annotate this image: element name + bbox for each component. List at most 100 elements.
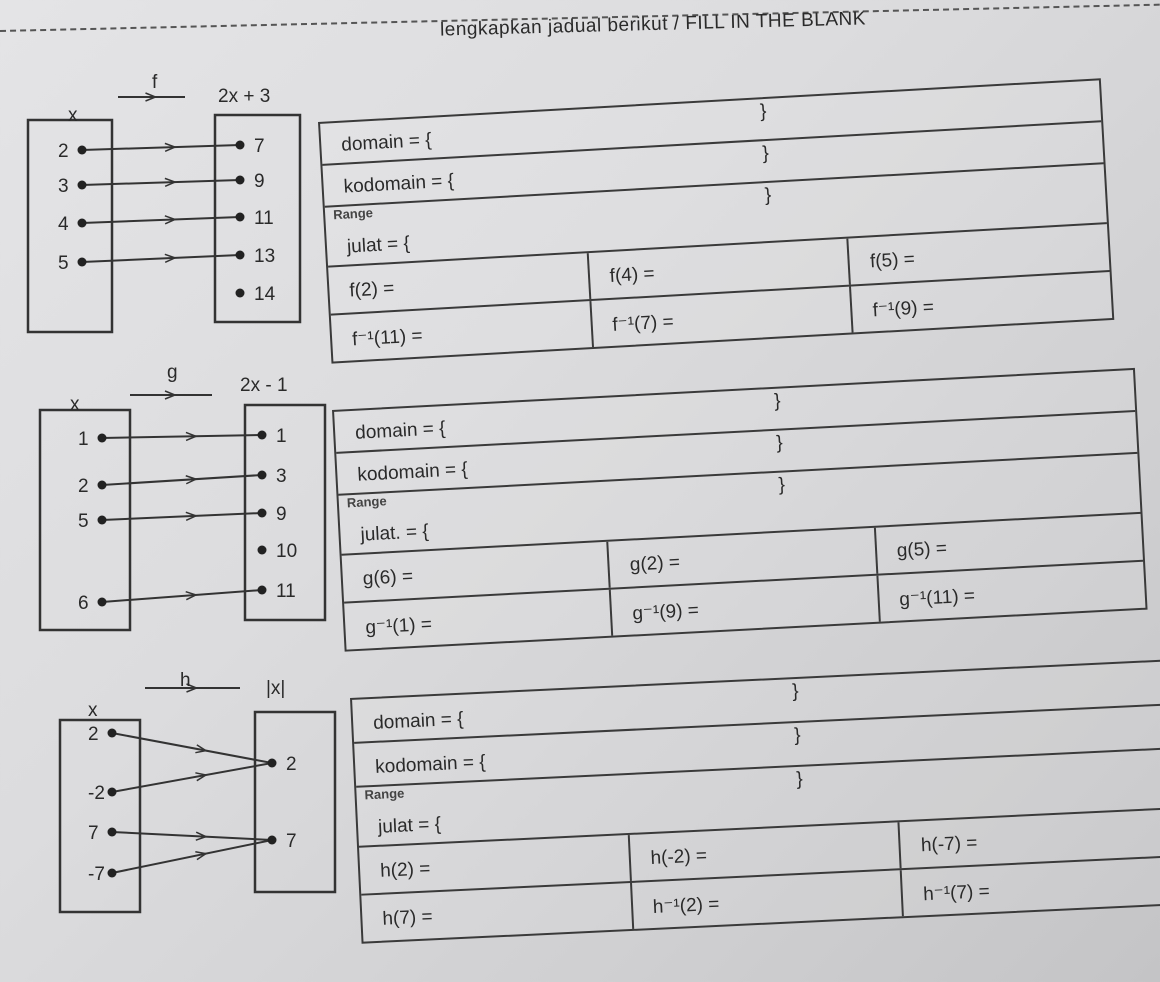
input-label: x	[70, 394, 80, 415]
function-rule: 2x + 3	[218, 86, 271, 107]
arrowhead-icon	[195, 850, 208, 861]
codomain-point	[267, 758, 277, 768]
codomain-point	[235, 140, 245, 150]
arrowhead-icon	[185, 431, 199, 442]
mapping-arrow	[111, 762, 273, 793]
domain-point	[107, 827, 117, 837]
mapping-arrow	[111, 831, 273, 841]
arrowhead-icon	[164, 215, 178, 225]
closing-brace: }	[795, 768, 804, 791]
domain-set-box	[38, 408, 132, 632]
codomain-point	[235, 212, 245, 222]
domain-value: 5	[58, 253, 69, 274]
mapping-arrow	[101, 589, 263, 603]
arrowhead-icon	[195, 772, 208, 782]
mapping-arrow	[101, 474, 263, 486]
codomain-point	[235, 250, 245, 260]
function-name: h	[180, 670, 191, 691]
mapping-arrow	[101, 434, 263, 439]
domain-point	[107, 868, 117, 878]
domain-value: 6	[78, 593, 89, 614]
codomain-point	[235, 175, 245, 185]
arrowhead-icon	[185, 475, 199, 485]
codomain-value: 13	[254, 246, 275, 267]
domain-set-box	[26, 118, 114, 334]
codomain-point	[257, 470, 267, 480]
codomain-value: 3	[276, 466, 287, 487]
domain-point	[97, 515, 107, 525]
codomain-value: 9	[254, 171, 265, 192]
mapping-arrow	[111, 839, 273, 874]
mapping-arrow	[101, 512, 263, 521]
arrowhead-icon	[195, 744, 208, 754]
codomain-set-box	[253, 710, 337, 894]
arrowhead-icon	[186, 683, 199, 693]
closing-brace: }	[791, 680, 800, 703]
codomain-value: 7	[286, 831, 297, 852]
input-label: x	[68, 105, 78, 126]
domain-value: 1	[78, 429, 89, 450]
domain-value: -2	[88, 783, 105, 804]
codomain-value: 1	[276, 426, 287, 447]
mapping-arrow	[81, 216, 241, 224]
domain-row-label: domain = {	[372, 708, 464, 734]
domain-point	[77, 180, 87, 190]
domain-point	[107, 787, 117, 797]
codomain-value: 10	[276, 541, 297, 562]
function-rule: 2x - 1	[240, 375, 288, 396]
function-rule: |x|	[266, 678, 286, 699]
domain-value: 2	[78, 476, 89, 497]
domain-set-box	[58, 718, 142, 914]
codomain-value: 14	[254, 284, 276, 305]
codomain-point	[257, 545, 267, 555]
domain-value: 3	[58, 176, 69, 197]
domain-point	[97, 597, 107, 607]
codomain-point	[257, 430, 267, 440]
codomain-point	[257, 585, 267, 595]
arrowhead-icon	[164, 142, 178, 153]
codomain-set-box	[243, 403, 327, 622]
julat-row-label: julat = {	[377, 813, 442, 838]
input-label: x	[88, 700, 98, 721]
arrowhead-icon	[185, 590, 199, 601]
arrowhead-icon	[185, 511, 199, 522]
codomain-point	[257, 508, 267, 518]
codomain-value: 9	[276, 504, 287, 525]
range-label: Range	[364, 785, 405, 803]
kodomain-row-label: kodomain = {	[374, 751, 487, 778]
domain-point	[97, 433, 107, 443]
domain-point	[77, 145, 87, 155]
codomain-value: 7	[254, 136, 265, 157]
function-name: g	[167, 362, 178, 383]
function-name: f	[152, 72, 158, 93]
arrowhead-icon	[164, 253, 178, 264]
codomain-point	[267, 835, 277, 845]
domain-value: 5	[78, 511, 89, 532]
arrowhead-icon	[164, 177, 178, 188]
codomain-point	[235, 288, 245, 298]
domain-value: 2	[88, 724, 99, 745]
closing-brace: }	[793, 724, 802, 747]
arrowhead-icon	[145, 92, 158, 102]
codomain-value: 2	[286, 754, 297, 775]
mapping-arrow	[111, 732, 273, 764]
domain-point	[97, 480, 107, 490]
domain-point	[77, 257, 87, 267]
mapping-arrow	[81, 179, 241, 186]
domain-value: -7	[88, 864, 105, 885]
mapping-arrow	[81, 144, 241, 151]
domain-value: 2	[58, 141, 69, 162]
arrowhead-icon	[195, 831, 209, 841]
domain-value: 7	[88, 823, 99, 844]
arrowhead-icon	[164, 390, 178, 400]
mapping-arrow	[81, 254, 241, 263]
codomain-value: 11	[276, 581, 296, 602]
codomain-value: 11	[254, 208, 274, 229]
domain-value: 4	[58, 214, 69, 235]
domain-point	[107, 728, 117, 738]
domain-point	[77, 218, 87, 228]
